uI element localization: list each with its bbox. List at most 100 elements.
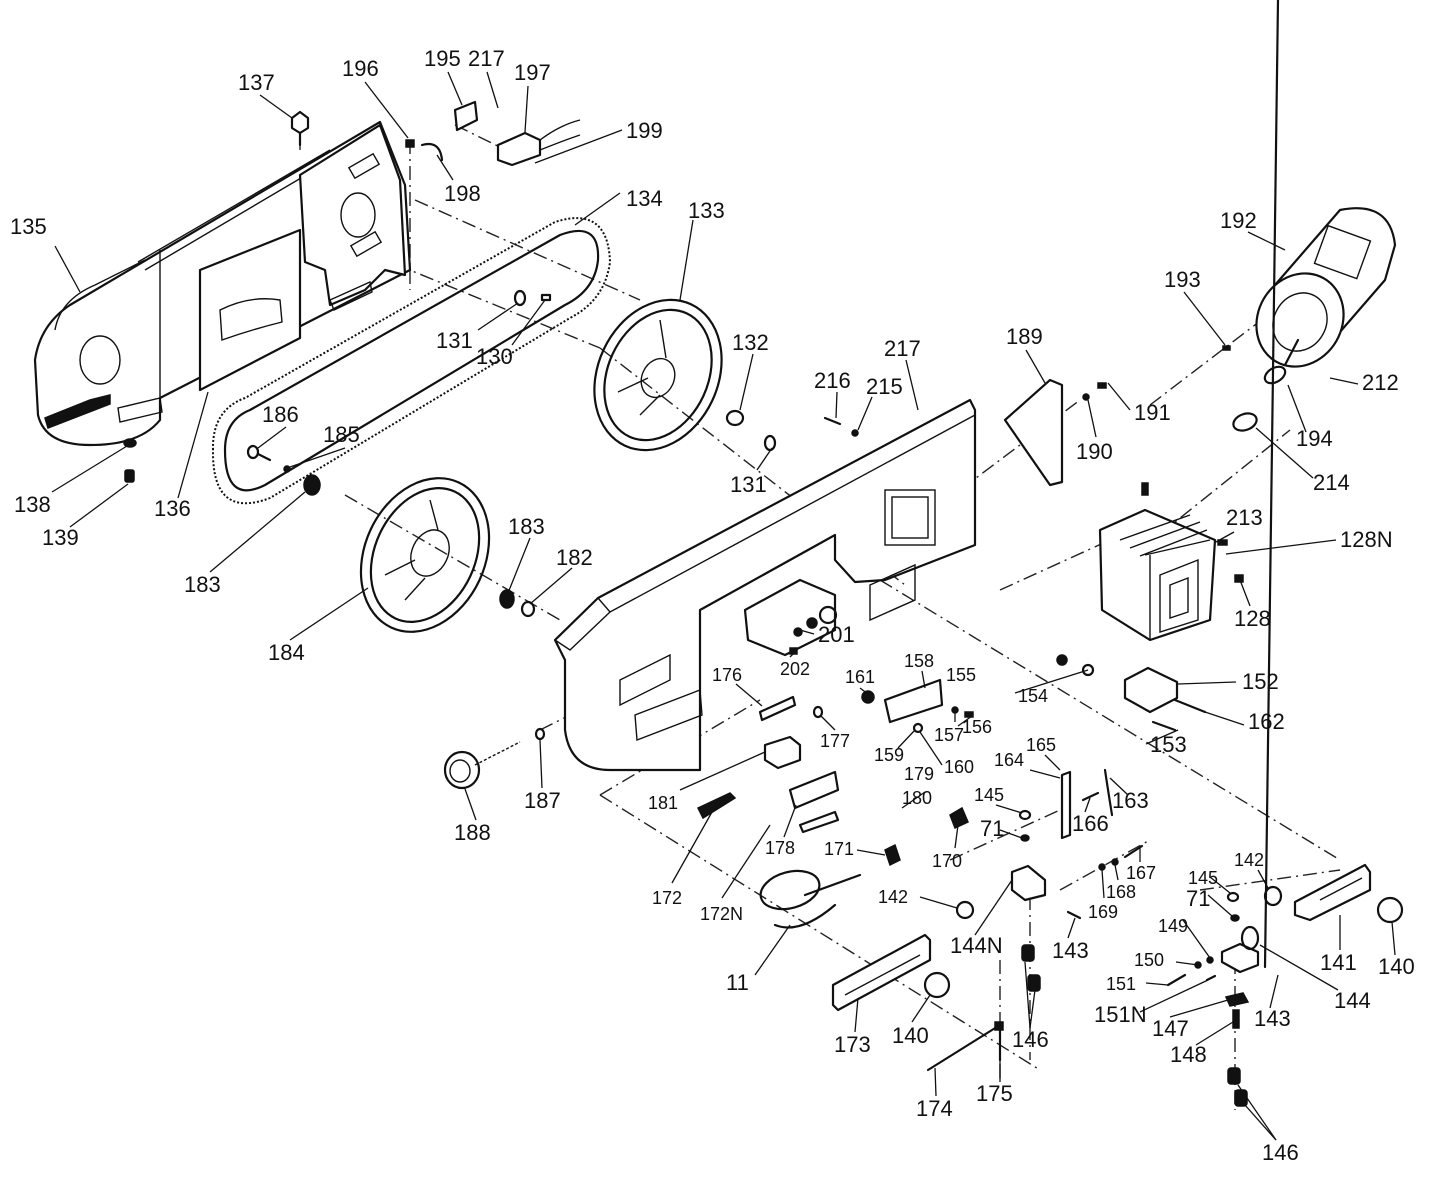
part-label-182: 182 <box>556 545 593 570</box>
part-label-158: 158 <box>904 651 934 671</box>
part-label-185: 185 <box>323 422 360 447</box>
part-label-164: 164 <box>994 750 1024 770</box>
part-label-190: 190 <box>1076 439 1113 464</box>
part-label-159: 159 <box>874 745 904 765</box>
part-173-guide-arm <box>831 933 932 1012</box>
part-label-146: 146 <box>1012 1027 1049 1052</box>
part-133-upper-wheel <box>593 298 723 452</box>
part-190-191-screw <box>1082 382 1107 401</box>
part-label-128N: 128N <box>1340 527 1393 552</box>
part-198-clip <box>420 142 444 162</box>
part-label-148: 148 <box>1170 1042 1207 1067</box>
part-217-saw-frame <box>553 398 977 772</box>
part-171-170-blocks <box>884 806 969 867</box>
part-label-181: 181 <box>648 793 678 813</box>
part-184-lower-wheel <box>359 477 491 633</box>
part-label-172N: 172N <box>700 904 743 924</box>
part-upper-bracket-plate <box>298 123 407 311</box>
part-196-screw <box>405 139 415 148</box>
part-label-188: 188 <box>454 820 491 845</box>
part-label-167: 167 <box>1126 863 1156 883</box>
part-label-194: 194 <box>1296 426 1333 451</box>
part-214-ring <box>1232 412 1258 432</box>
part-label-140: 140 <box>892 1023 929 1048</box>
part-label-146: 146 <box>1262 1140 1299 1165</box>
part-label-135: 135 <box>10 214 47 239</box>
part-label-139: 139 <box>42 525 79 550</box>
part-label-217: 217 <box>884 336 921 361</box>
part-label-172: 172 <box>652 888 682 908</box>
part-138-139-washer-screw <box>123 438 137 483</box>
part-label-171: 171 <box>824 839 854 859</box>
part-178-bracket <box>788 770 840 834</box>
part-label-161: 161 <box>845 667 875 687</box>
part-181-block <box>763 735 802 770</box>
part-label-131: 131 <box>436 328 473 353</box>
part-label-201: 201 <box>818 622 855 647</box>
part-154-nut <box>1056 654 1095 677</box>
part-label-202: 202 <box>780 659 810 679</box>
part-label-136: 136 <box>154 496 191 521</box>
part-213-gearbox <box>1098 482 1244 642</box>
part-label-191: 191 <box>1134 400 1171 425</box>
part-label-143: 143 <box>1052 938 1089 963</box>
part-label-144: 144 <box>1334 988 1371 1013</box>
part-130-key <box>540 293 552 302</box>
part-label-144N: 144N <box>950 933 1003 958</box>
part-label-156: 156 <box>962 717 992 737</box>
part-197-switch <box>496 119 581 167</box>
part-label-142: 142 <box>878 887 908 907</box>
part-140-knob-right <box>1376 896 1404 924</box>
part-label-197: 197 <box>514 60 551 85</box>
part-label-176: 176 <box>712 665 742 685</box>
part-label-168: 168 <box>1106 882 1136 902</box>
part-131-nut <box>513 289 527 307</box>
part-189-cover <box>1003 378 1064 487</box>
part-label-169: 169 <box>1088 902 1118 922</box>
part-label-130: 130 <box>476 344 513 369</box>
part-131-nut-lower <box>763 434 777 452</box>
part-152-block <box>1123 666 1207 732</box>
part-label-150: 150 <box>1134 950 1164 970</box>
part-label-175: 175 <box>976 1081 1013 1106</box>
part-label-157: 157 <box>934 725 964 745</box>
part-label-215: 215 <box>866 374 903 399</box>
part-136-inner-plate <box>198 228 302 392</box>
part-label-140: 140 <box>1378 954 1415 979</box>
part-label-192: 192 <box>1220 208 1257 233</box>
part-label-177: 177 <box>820 731 850 751</box>
part-label-152: 152 <box>1242 669 1279 694</box>
part-140-knob-left <box>923 971 951 999</box>
part-label-183: 183 <box>508 514 545 539</box>
part-144-guide-block <box>1166 0 1283 1107</box>
part-label-198: 198 <box>444 181 481 206</box>
part-label-174: 174 <box>916 1096 953 1121</box>
part-label-145: 145 <box>1188 868 1218 888</box>
part-label-165: 165 <box>1026 735 1056 755</box>
part-label-134: 134 <box>626 186 663 211</box>
part-216-215-bolt-washer <box>823 416 859 437</box>
part-label-71: 71 <box>980 816 1004 841</box>
part-label-131: 131 <box>730 472 767 497</box>
part-label-138: 138 <box>14 492 51 517</box>
part-label-178: 178 <box>765 838 795 858</box>
part-label-128: 128 <box>1234 606 1271 631</box>
part-188-knob <box>443 741 521 790</box>
part-label-199: 199 <box>626 118 663 143</box>
part-label-160: 160 <box>944 757 974 777</box>
part-label-216: 216 <box>814 368 851 393</box>
part-label-193: 193 <box>1164 267 1201 292</box>
part-label-142: 142 <box>1234 850 1264 870</box>
part-11-cable <box>759 869 862 929</box>
part-label-154: 154 <box>1018 686 1048 706</box>
part-label-195: 195 <box>424 46 461 71</box>
part-163-164-rods <box>1060 768 1114 840</box>
part-label-186: 186 <box>262 402 299 427</box>
part-192-motor <box>1222 207 1397 385</box>
part-label-147: 147 <box>1152 1016 1189 1041</box>
part-label-173: 173 <box>834 1032 871 1057</box>
part-label-214: 214 <box>1313 470 1350 495</box>
part-label-149: 149 <box>1158 916 1188 936</box>
part-141-guide-arm <box>1293 863 1372 922</box>
